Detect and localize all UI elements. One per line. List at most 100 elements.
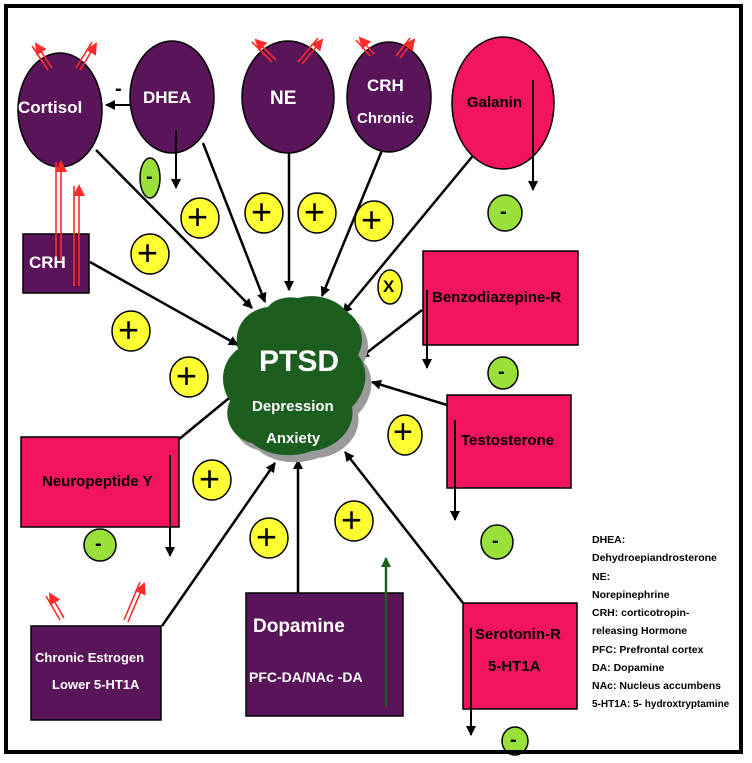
arrow-crh-chronic-to-ptsd <box>320 142 387 297</box>
cortisol-red-arrow-right <box>75 42 96 71</box>
sign-minus-galanin <box>487 194 523 232</box>
legend-line: PFC: Prefrontal cortex <box>592 643 704 656</box>
crh-red-arrow-2 <box>74 186 79 286</box>
label-anxiety: Anxiety <box>266 430 321 447</box>
legend-line: 5-HT1A: 5- hydroxtryptamine <box>592 698 730 710</box>
sign-plus-4 <box>297 192 337 234</box>
node-serotonin <box>462 602 578 710</box>
sign-plus-glyph-5: + <box>361 199 383 240</box>
sign-plus-6 <box>111 310 151 352</box>
arrow-benzodiazepine-to-ptsd <box>359 309 423 359</box>
sign-minus-glyph-dhea: - <box>146 166 153 188</box>
legend-line: NE: <box>592 570 611 583</box>
arrow-galanin-to-ptsd <box>342 151 477 314</box>
crh-chronic-red-arrow-left <box>356 38 375 57</box>
estrogen-red-arrow-right <box>123 582 144 623</box>
influence-arrows <box>89 100 477 627</box>
label-serotonin-1: Serotonin-R <box>475 626 561 643</box>
legend-line: CRH: corticotropin- <box>592 607 690 620</box>
node-neuropeptide <box>20 436 180 528</box>
sign-minus-serotonin <box>501 726 529 756</box>
sign-cross-glyph: X <box>383 277 395 296</box>
arrow-serotonin-to-ptsd <box>344 451 464 604</box>
sign-minus-glyph-neuropeptide: - <box>95 533 102 555</box>
sign-plus-glyph-2: + <box>187 196 209 237</box>
sign-plus-8 <box>192 459 232 501</box>
label-estrogen-1: Chronic Estrogen <box>35 650 145 665</box>
sign-minus-glyph-benzo: - <box>498 361 505 383</box>
sign-plus-glyph-7: + <box>176 355 198 396</box>
legend-line: Dehydroepiandrosterone <box>592 552 717 565</box>
label-crh: CRH <box>29 253 66 272</box>
label-crh-chronic-1: CRH <box>367 76 404 95</box>
label-neuropeptide: Neuropeptide Y <box>42 473 153 490</box>
label-cortisol: Cortisol <box>18 98 83 117</box>
label-dhea-cortisol-sign: - <box>115 78 122 100</box>
sign-plus-glyph-10: + <box>341 499 363 540</box>
label-depression: Depression <box>252 398 334 415</box>
sign-minus-neuropeptide <box>83 528 117 562</box>
node-testosterone <box>446 394 572 489</box>
estrogen-red-arrow-left <box>46 594 65 621</box>
arrow-testosterone-to-ptsd <box>371 379 448 407</box>
node-dopamine <box>245 592 404 717</box>
legend-line: DA: Dopamine <box>592 662 665 675</box>
node-ne <box>241 40 335 154</box>
vertical-arrows <box>165 80 538 736</box>
label-estrogen-2: Lower 5-HT1A <box>52 677 140 692</box>
sign-plus-glyph-1: + <box>137 232 159 273</box>
legend-line: DHEA: <box>592 534 626 546</box>
arrow-estrogen-to-ptsd <box>160 462 277 627</box>
label-dhea: DHEA <box>143 88 192 107</box>
cortisol-red-arrow-left <box>32 44 53 71</box>
node-benzodiazepine <box>422 250 579 346</box>
sign-minus-benzo <box>487 356 519 390</box>
sign-plus-2 <box>180 197 220 239</box>
node-estrogen <box>30 625 162 721</box>
sign-plus-11 <box>387 414 423 456</box>
effect-signs <box>83 157 529 756</box>
sign-plus-3 <box>244 192 284 234</box>
label-ne: NE <box>270 88 297 109</box>
crh-chronic-red-arrow-right <box>395 38 414 59</box>
sign-minus-glyph-serotonin: - <box>510 729 517 751</box>
sign-plus-9 <box>249 517 289 559</box>
label-galanin: Galanin <box>467 94 523 111</box>
label-ptsd: PTSD <box>259 345 340 378</box>
crh-red-arrow-1 <box>56 162 61 262</box>
ne-red-arrow-right <box>297 38 322 65</box>
legend-line: releasing Hormone <box>592 625 688 638</box>
sign-plus-7 <box>169 356 209 398</box>
abbreviation-legend: DHEA: Dehydroepiandrosterone NE: Norepin… <box>592 531 744 714</box>
arrow-crh-to-ptsd <box>89 260 239 347</box>
sign-plus-glyph-3: + <box>251 191 273 232</box>
sign-minus-dhea <box>139 157 161 199</box>
red-arrows <box>32 38 414 623</box>
sign-plus-10 <box>334 500 374 542</box>
ptsd-blob <box>223 296 366 456</box>
sign-minus-glyph-galanin: - <box>500 201 507 223</box>
label-dopamine-sub: PFC-DA/NAc -DA <box>249 669 363 685</box>
label-benzodiazepine: Benzodiazepine-R <box>432 289 562 306</box>
sign-cross <box>377 269 403 305</box>
ptsd-center <box>223 296 372 463</box>
sign-plus-glyph-4: + <box>304 191 326 232</box>
sign-plus-glyph-9: + <box>256 516 278 557</box>
node-galanin <box>451 36 555 170</box>
sign-plus-1 <box>130 233 170 275</box>
sign-plus-5 <box>354 200 394 242</box>
label-dopamine: Dopamine <box>253 616 345 637</box>
sign-minus-testosterone <box>480 524 514 560</box>
label-testosterone: Testosterone <box>461 432 555 449</box>
arrow-dhea-to-ptsd <box>201 142 267 303</box>
sign-minus-glyph-testosterone: - <box>492 530 499 552</box>
label-crh-chronic-2: Chronic <box>357 110 414 127</box>
sign-plus-glyph-8: + <box>199 458 221 499</box>
sign-plus-glyph-6: + <box>118 309 140 350</box>
node-crh-chronic <box>346 41 432 153</box>
label-serotonin-2: 5-HT1A <box>488 658 541 675</box>
legend-line: Norepinephrine <box>592 588 670 601</box>
node-dhea <box>129 40 215 154</box>
